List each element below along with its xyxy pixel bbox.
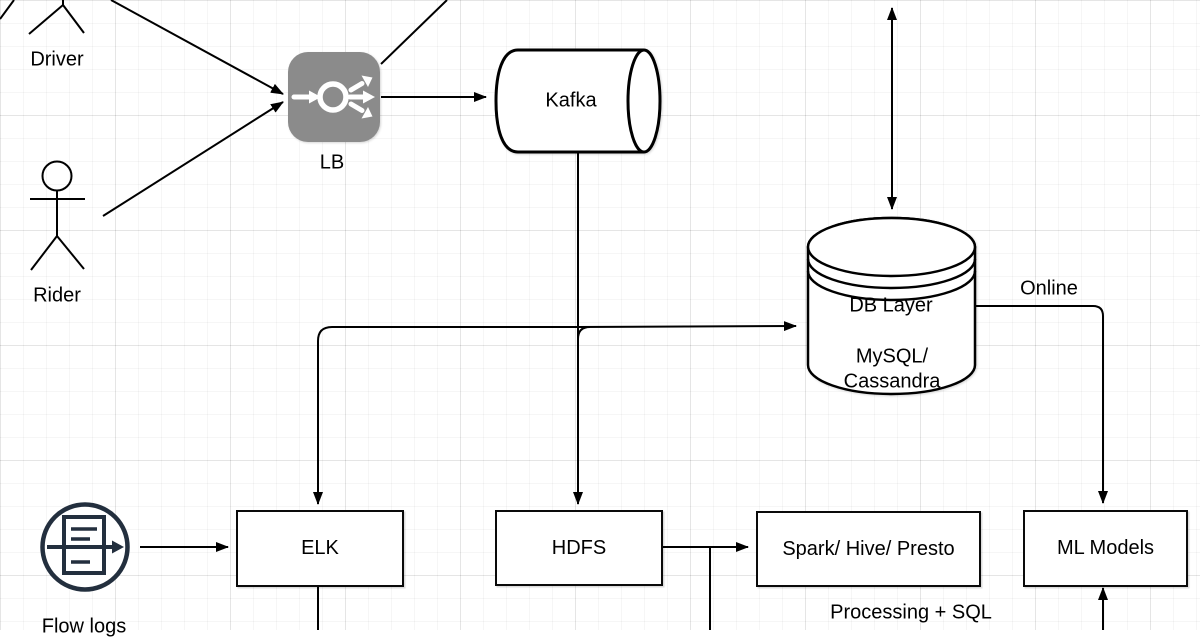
flow-logs-icon [40, 502, 130, 592]
lb-label: LB [319, 151, 345, 174]
elk-box: ELK [236, 510, 404, 587]
db-cassandra-label: Cassandra [843, 370, 941, 393]
rider-leg-left [30, 235, 58, 271]
db-rim-1 [806, 258, 977, 290]
line-lb-to-top [380, 0, 448, 65]
arrow-db-to-ml-online [975, 305, 1108, 504]
spark-hive-presto-label: Spark/ Hive/ Presto [782, 537, 955, 560]
arrow-branch-to-elk [313, 326, 578, 505]
driver-leg-left [28, 4, 64, 35]
db-mysql-label: MySQL/ [855, 345, 929, 368]
processing-sql-label: Processing + SQL [830, 601, 992, 624]
lb-icon-background [288, 52, 380, 142]
db-top-ellipse [806, 216, 977, 278]
spark-hive-presto-box: Spark/ Hive/ Presto [756, 511, 981, 587]
arrow-branch-to-db [577, 321, 797, 332]
kafka-cylinder [494, 48, 662, 154]
lb-in-arrowhead [309, 90, 321, 104]
kafka-endcap [626, 48, 662, 154]
ml-models-box: ML Models [1023, 510, 1188, 587]
db-rim-2 [806, 270, 977, 302]
driver-label: Driver [30, 48, 84, 71]
rider-figure [30, 160, 85, 271]
flow-logs-label: Flow logs [41, 615, 127, 638]
online-label: Online [1020, 277, 1078, 300]
db-layer-label: DB Layer [849, 294, 933, 317]
db-cylinder [806, 216, 977, 396]
ml-models-label: ML Models [1056, 537, 1155, 559]
driver-figure [0, 0, 85, 35]
driver-arm-stub [0, 0, 15, 20]
kafka-body [494, 48, 644, 154]
hdfs-label: HDFS [551, 536, 607, 559]
rider-leg-right [56, 235, 85, 270]
line-junction-elbow [577, 326, 591, 340]
rider-label: Rider [33, 284, 81, 307]
lb-icon [288, 52, 380, 142]
rider-head [41, 160, 73, 192]
lb-fanout-arrows [347, 75, 375, 119]
arrow-rider-to-lb [102, 101, 284, 217]
elk-label: ELK [301, 537, 339, 559]
hdfs-box: HDFS [495, 510, 663, 586]
kafka-label: Kafka [545, 89, 597, 112]
flow-logs-arrowhead [112, 540, 124, 554]
arrow-driver-to-lb [110, 0, 284, 95]
driver-leg-right [62, 4, 85, 34]
